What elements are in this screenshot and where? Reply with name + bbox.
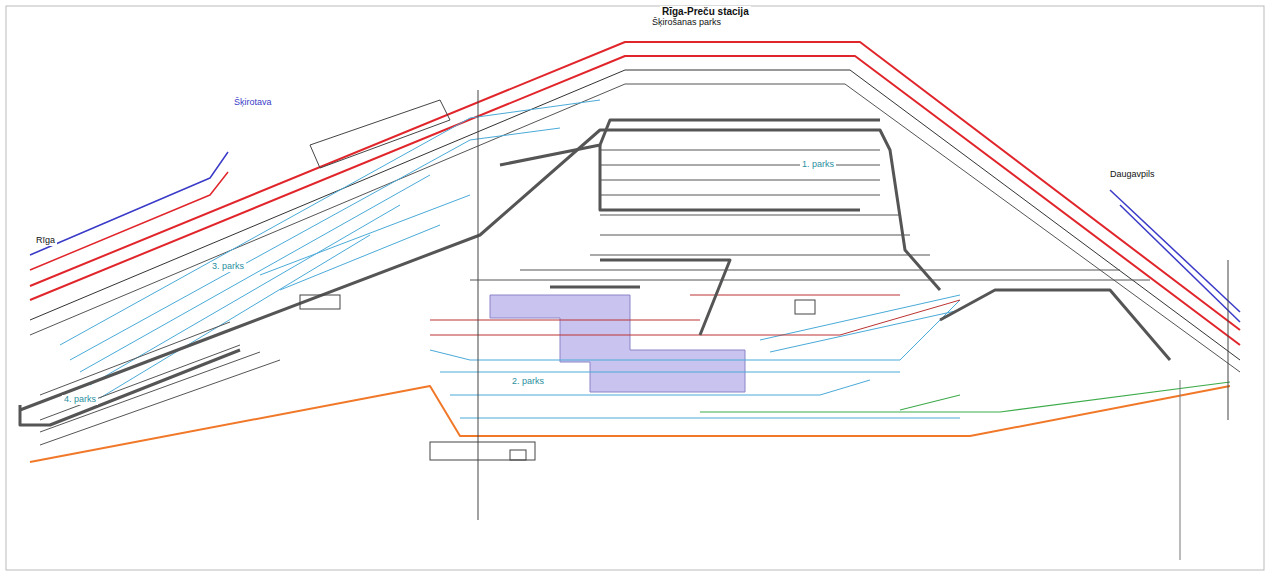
track [460, 418, 960, 419]
building [510, 450, 526, 460]
track [600, 150, 880, 151]
track [940, 290, 1170, 360]
track [600, 260, 730, 335]
track [600, 165, 880, 166]
yard-area [490, 295, 745, 392]
branch-track [1120, 205, 1240, 322]
track [600, 195, 880, 196]
fan-tracks [60, 100, 960, 418]
track [470, 280, 1150, 281]
siding-tracks [430, 295, 960, 335]
track [40, 345, 240, 420]
map-title: Rīga-Preču stacija [660, 6, 751, 17]
track [260, 195, 470, 275]
bridge-line [1228, 260, 1229, 420]
track [60, 100, 600, 345]
place-label: 1. parks [800, 160, 836, 170]
track [500, 120, 880, 165]
place-label: Rīga [34, 236, 57, 246]
track [700, 382, 1230, 412]
bridge-line [1180, 380, 1181, 560]
building [310, 100, 450, 168]
track [760, 295, 960, 340]
main-track [30, 56, 1240, 345]
place-label: Šķirotava [232, 98, 274, 108]
track [440, 372, 900, 373]
main-track [30, 172, 228, 270]
building [795, 300, 815, 314]
track [600, 215, 900, 216]
track [520, 270, 1120, 271]
place-label: 4. parks [62, 395, 98, 405]
track [550, 286, 640, 289]
main-lines [30, 42, 1240, 462]
track [590, 255, 930, 256]
track [600, 180, 880, 181]
track [690, 295, 900, 296]
track [70, 128, 560, 360]
track [100, 235, 370, 398]
building [430, 442, 535, 460]
track [40, 352, 260, 432]
track [900, 395, 960, 410]
track [30, 70, 1240, 360]
place-label: 3. parks [210, 262, 246, 272]
thick-tracks [20, 120, 1170, 425]
building [300, 295, 340, 309]
border [6, 6, 1264, 570]
track [770, 310, 960, 352]
branch-track [1110, 190, 1240, 312]
track [20, 130, 940, 410]
place-label: Šķirošanas parks [650, 18, 723, 28]
track [430, 300, 960, 335]
track [40, 360, 280, 445]
main-track [30, 42, 1240, 330]
place-label: Daugavpils [1108, 170, 1157, 180]
branch-track [30, 152, 228, 255]
bridge-line [478, 90, 479, 520]
track [430, 300, 960, 360]
place-label: 2. parks [510, 377, 546, 387]
track [600, 235, 910, 236]
bypass-track [30, 386, 1230, 462]
structures [300, 90, 1228, 560]
track [430, 320, 700, 321]
track [600, 145, 860, 210]
track [20, 350, 240, 425]
